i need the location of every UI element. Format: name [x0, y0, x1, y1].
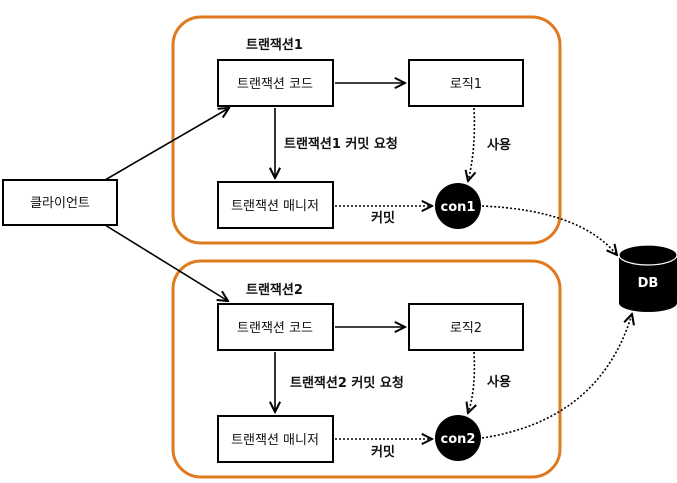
- svg-text:con2: con2: [441, 432, 476, 447]
- client-node: 클라이언트: [2, 179, 118, 226]
- svg-text:트랜잭션 코드: 트랜잭션 코드: [237, 321, 313, 336]
- arrow-con2-to-db: [481, 314, 632, 439]
- svg-text:con1: con1: [441, 200, 476, 215]
- arrow-client-to-tx1: [104, 108, 229, 181]
- transaction-code-box-1: 트랜잭션 코드: [217, 59, 334, 107]
- group-2-title: 트랜잭션2: [246, 282, 303, 298]
- transaction-manager-box-2: 트랜잭션 매니저: [217, 415, 334, 463]
- transaction-code-box-2: 트랜잭션 코드: [217, 303, 334, 351]
- connection-node-1: con1: [435, 183, 481, 229]
- svg-text:로직1: 로직1: [450, 77, 482, 92]
- commit-request-label-2: 트랜잭션2 커밋 요청: [290, 375, 404, 391]
- arrow-logic-to-con-2: [468, 351, 474, 413]
- db-node: DB: [618, 244, 677, 312]
- connection-node-2: con2: [435, 415, 481, 461]
- svg-text:트랜잭션 매니저: 트랜잭션 매니저: [231, 433, 319, 448]
- group-1-title: 트랜잭션1: [246, 37, 303, 53]
- use-label-2: 사용: [487, 374, 511, 390]
- transaction-group-1: [171, 15, 562, 245]
- db-label: DB: [638, 276, 659, 291]
- logic-box-1: 로직1: [408, 59, 524, 107]
- commit-request-label-1: 트랜잭션1 커밋 요청: [284, 136, 398, 152]
- transaction-manager-box-1: 트랜잭션 매니저: [217, 181, 334, 229]
- logic-box-2: 로직2: [408, 303, 524, 351]
- use-label-1: 사용: [487, 137, 511, 153]
- arrow-client-to-tx2: [104, 224, 228, 301]
- commit-label-2: 커밋: [371, 444, 395, 460]
- svg-text:트랜잭션 코드: 트랜잭션 코드: [237, 77, 313, 92]
- svg-text:로직2: 로직2: [450, 321, 482, 336]
- svg-text:트랜잭션 매니저: 트랜잭션 매니저: [231, 199, 319, 214]
- commit-label-1: 커밋: [371, 210, 395, 226]
- client-label: 클라이언트: [30, 196, 90, 211]
- arrow-con1-to-db: [481, 205, 617, 255]
- arrow-logic-to-con-1: [468, 107, 474, 181]
- transaction-group-2: [171, 259, 562, 479]
